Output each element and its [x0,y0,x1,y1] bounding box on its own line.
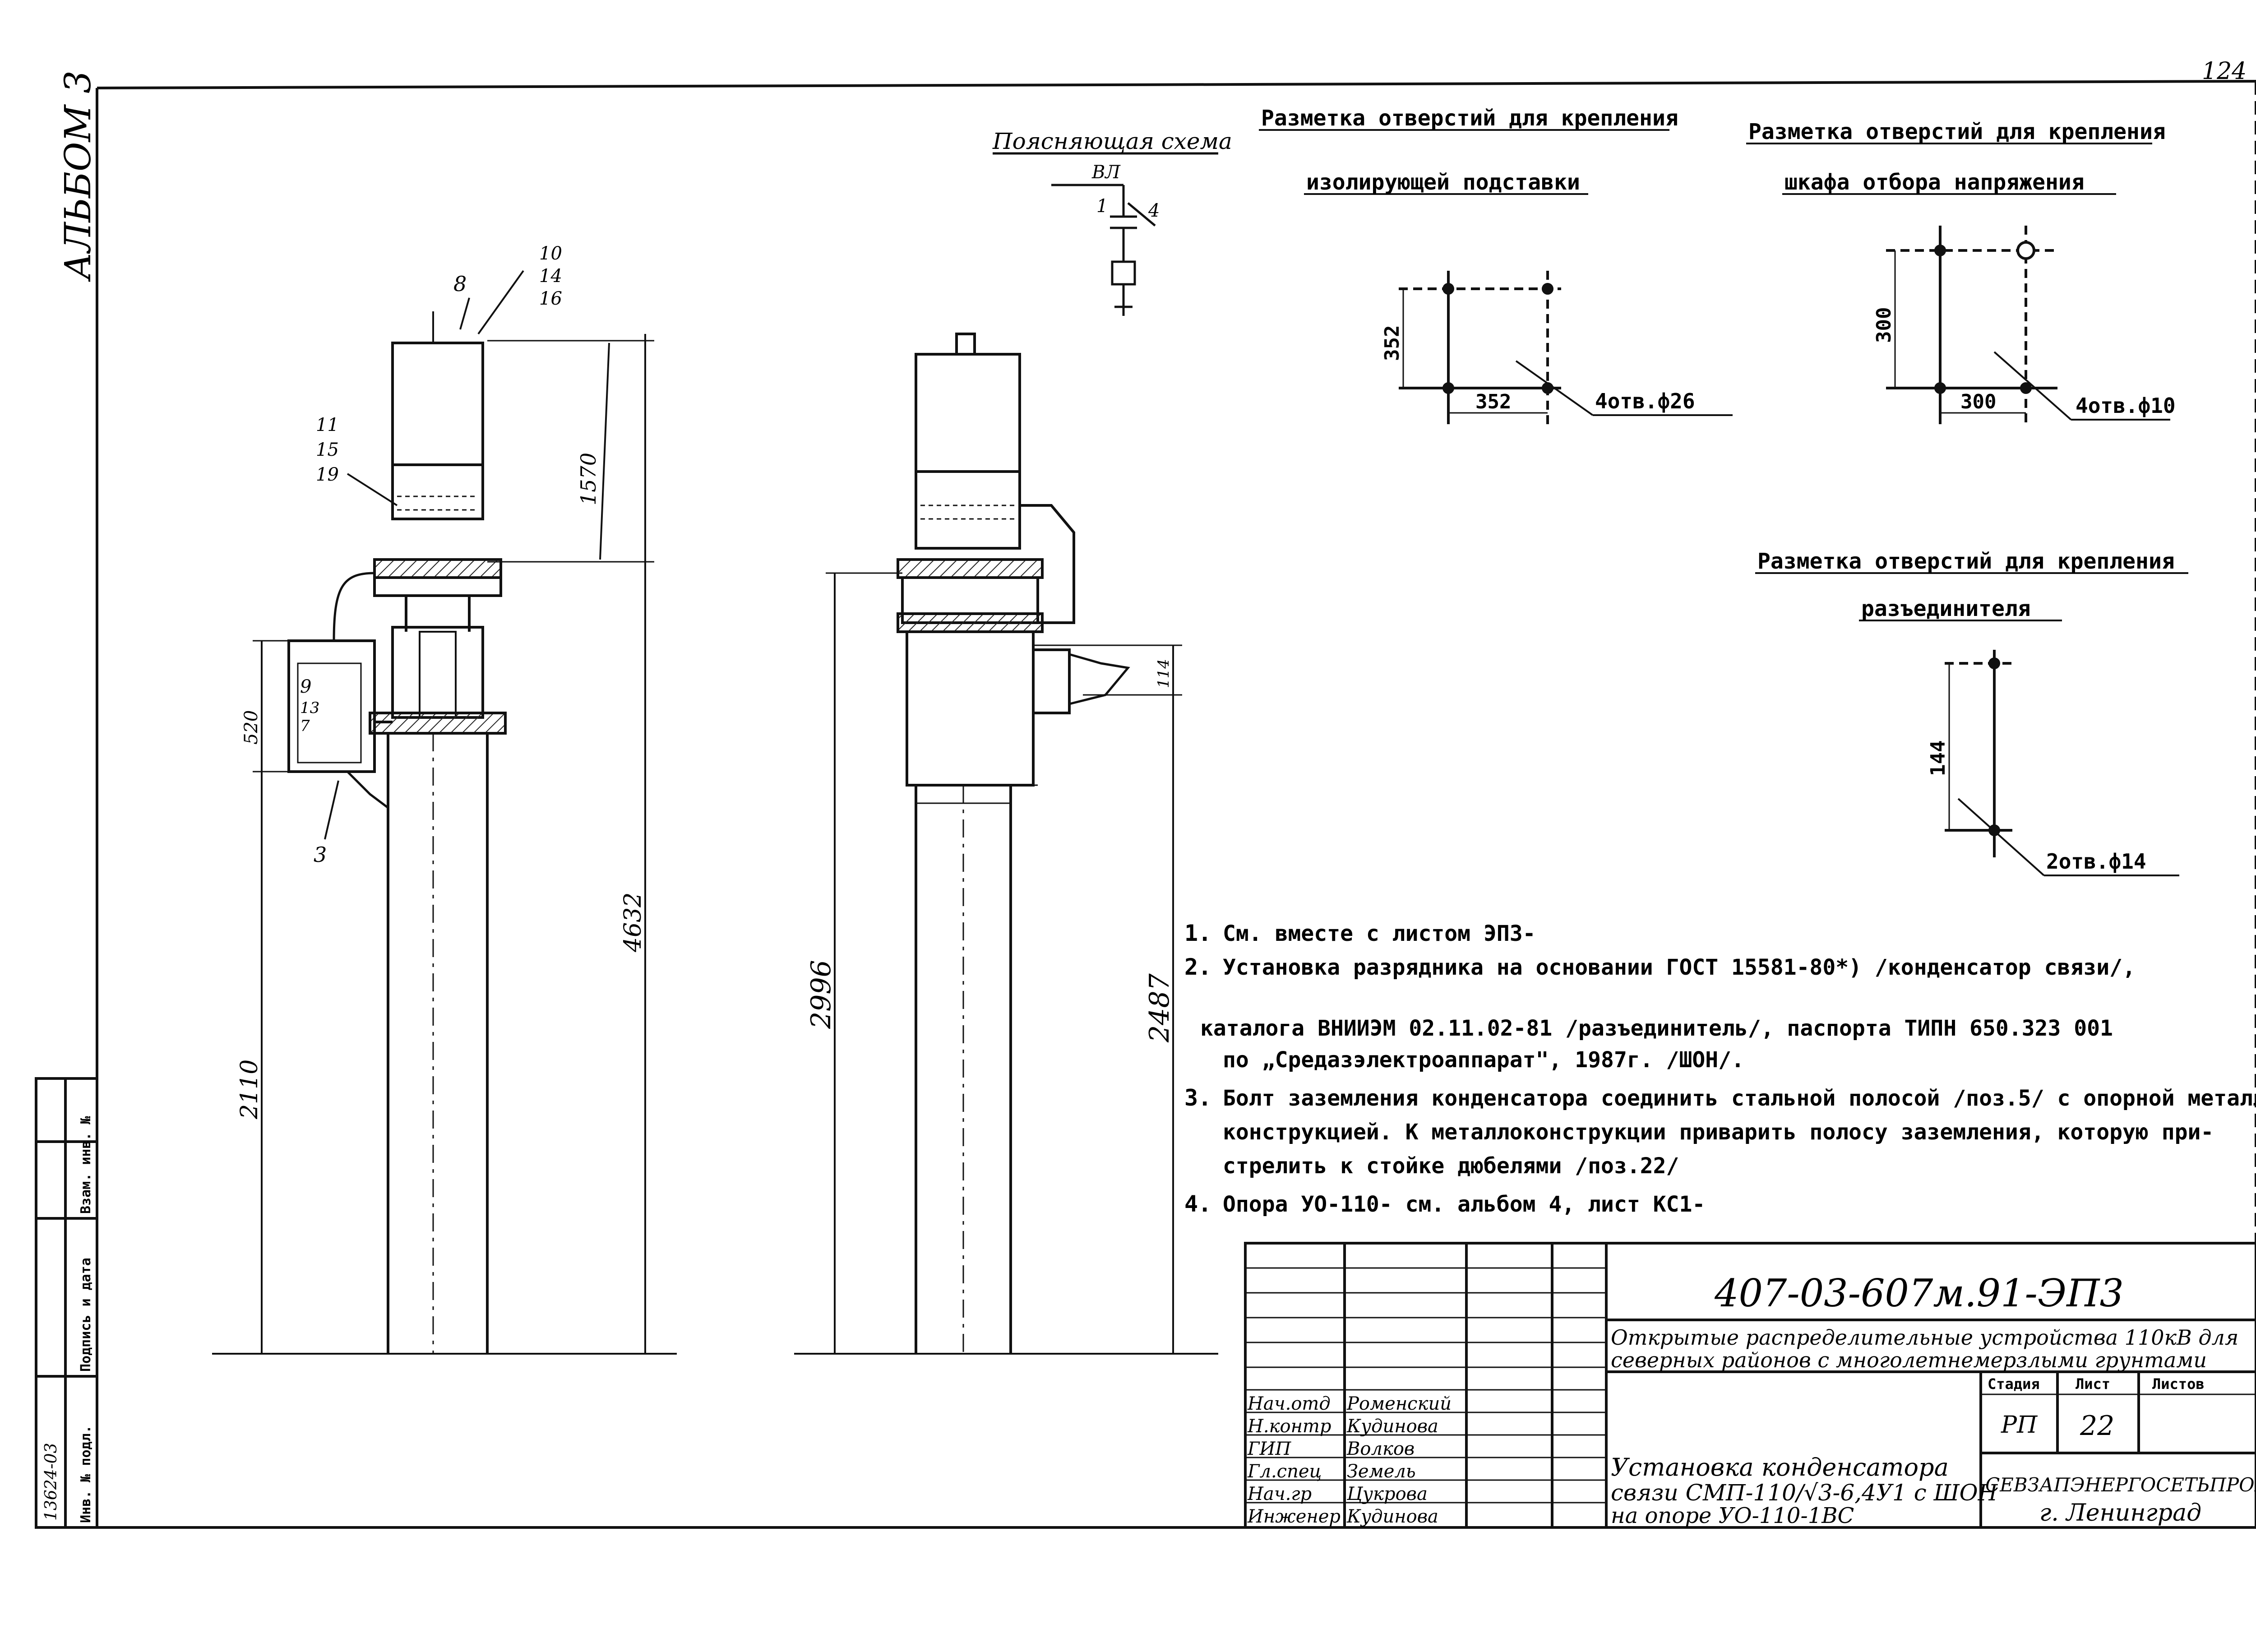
signature-role: ГИП [1247,1439,1291,1459]
organization-line-2: г. Ленинград [2039,1499,2201,1527]
document-code: 407-03-607м.91-ЭП3 [1714,1271,2124,1315]
signature-role: Гл.спец [1247,1461,1322,1482]
note-2-line-1: Установка разрядника на основании ГОСТ 1… [1223,955,2136,980]
callout-3: 3 [314,842,327,867]
right-elevation-view [794,333,1218,1355]
signature-role: Инженер [1247,1506,1341,1527]
hole-marking-b-dim-v: 300 [1872,307,1895,343]
scheme-title: Поясняющая схема [992,128,1232,154]
note-3-line-2: конструкцией. К металлоконструкции прива… [1223,1120,2214,1145]
dimension-1570: 1570 [576,453,601,505]
hole-marking-c [1755,572,2188,876]
hole-marking-a-dim-v: 352 [1381,325,1404,361]
callout-9: 9 [300,676,311,697]
signature-name: Земель [1347,1461,1416,1482]
project-title-line-1: Открытые распределительные устройства 11… [1611,1325,2238,1350]
stage-value: РП [2001,1411,2038,1439]
left-elevation-view [212,270,677,1355]
voltage-cabinet-box [287,639,376,773]
signature-role: Нач.гр [1247,1484,1312,1504]
stamp-inventory-number: 13624-03 [42,1443,60,1521]
scheme-label-1: 1 [1096,196,1108,217]
sheets-header: Листов [2152,1375,2205,1393]
note-3-line-3: стрелить к стойке дюбелями /поз.22/ [1223,1153,1679,1179]
page-number: 124 [2202,58,2247,85]
callout-16: 16 [539,288,562,309]
scheme-label-4: 4 [1148,200,1160,221]
hole-marking-b-callout: 4отв.ф10 [2076,393,2176,418]
hole-marking-b-title-2: шкафа отбора напряжения [1784,170,2085,195]
dimension-520: 520 [241,710,262,745]
callout-14: 14 [539,266,562,287]
hole-marking-c-dim-v: 144 [1927,740,1950,776]
sheet-title-line-2: связи СМП-110/√3-6,4У1 с ШОН [1611,1480,1998,1506]
note-3-number: 3. [1184,1085,1211,1111]
signature-name: Волков [1346,1439,1415,1459]
hole-marking-a-title-1: Разметка отверстий для крепления [1261,106,1678,131]
note-2-number: 2. [1184,954,1211,980]
dimension-4632: 4632 [619,893,647,953]
side-stamp [35,1077,98,1529]
note-2-line-3: по „Средазэлектроаппарат", 1987г. /ШОН/. [1223,1047,1744,1073]
signature-name: Кудинова [1346,1416,1438,1437]
hole-marking-c-title-2: разъединителя [1861,596,2031,621]
hole-marking-b [1746,143,2170,424]
hole-marking-b-dim-h: 300 [1960,390,1996,413]
explanatory-scheme [993,152,1218,316]
hole-marking-a-title-2: изолирующей подставки [1306,170,1580,195]
dimension-114: 114 [1155,659,1173,688]
note-2-line-2: каталога ВНИИЭМ 02.11.02-81 /разъедините… [1200,1016,2113,1041]
scheme-label-line: ВЛ [1091,162,1121,183]
stamp-header-replaced: Взам. инв. № [78,1115,94,1214]
sheet-header: Лист [2076,1375,2110,1393]
callout-8: 8 [453,272,467,296]
note-3-line-1: Болт заземления конденсатора соединить с… [1223,1086,2256,1111]
hole-marking-c-callout: 2отв.ф14 [2046,849,2146,874]
stamp-header-inventory: Инв. № подл. [78,1425,94,1523]
note-1-number: 1. [1184,920,1211,946]
signature-name: Кудинова [1346,1506,1438,1527]
hole-marking-c-title-1: Разметка отверстий для крепления [1757,549,2175,574]
hole-marking-a [1259,129,1733,424]
signature-role: Нач.отд [1247,1393,1331,1414]
album-label: АЛЬБОМ 3 [57,70,99,282]
signature-role: Н.контр [1247,1416,1331,1437]
callout-7: 7 [300,717,310,735]
project-title-line-2: северных районов с многолетнемерзлыми гр… [1611,1348,2207,1372]
callout-13: 13 [300,699,319,717]
note-4-number: 4. [1184,1191,1211,1217]
signature-name: Цукрова [1346,1484,1428,1504]
dimension-2487: 2487 [1144,973,1175,1043]
hole-marking-a-callout: 4отв.ф26 [1595,389,1695,413]
sheet-title-line-3: на опоре УО-110-1ВС [1611,1503,1854,1528]
dimension-2996: 2996 [805,960,837,1029]
capacitor-upper-unit [391,342,484,466]
hole-marking-b-title-1: Разметка отверстий для крепления [1748,119,2166,144]
note-4-line-1: Опора УО-110- см. альбом 4, лист КС1- [1223,1192,1705,1217]
note-1-line-1: См. вместе с листом ЭП3- [1223,921,1536,946]
callout-10: 10 [539,243,562,264]
capacitor-base-flange [373,558,502,579]
stage-header: Стадия [1988,1375,2040,1393]
organization-line-1: СЕВЗАПЭНЕРГОСЕТЬПРОЕКТ [1985,1474,2256,1496]
dimension-2110: 2110 [236,1060,263,1120]
callout-15: 15 [316,440,339,460]
signature-name: Роменский [1346,1393,1452,1414]
callout-19: 19 [316,464,339,485]
callout-11: 11 [316,415,339,435]
sheet-value: 22 [2080,1410,2114,1442]
title-block-grid [1244,1242,2256,1529]
sheet-title-line-1: Установка конденсатора [1611,1453,1949,1481]
stamp-header-signature: Подпись и дата [78,1258,94,1372]
hole-marking-a-dim-h: 352 [1475,390,1511,413]
